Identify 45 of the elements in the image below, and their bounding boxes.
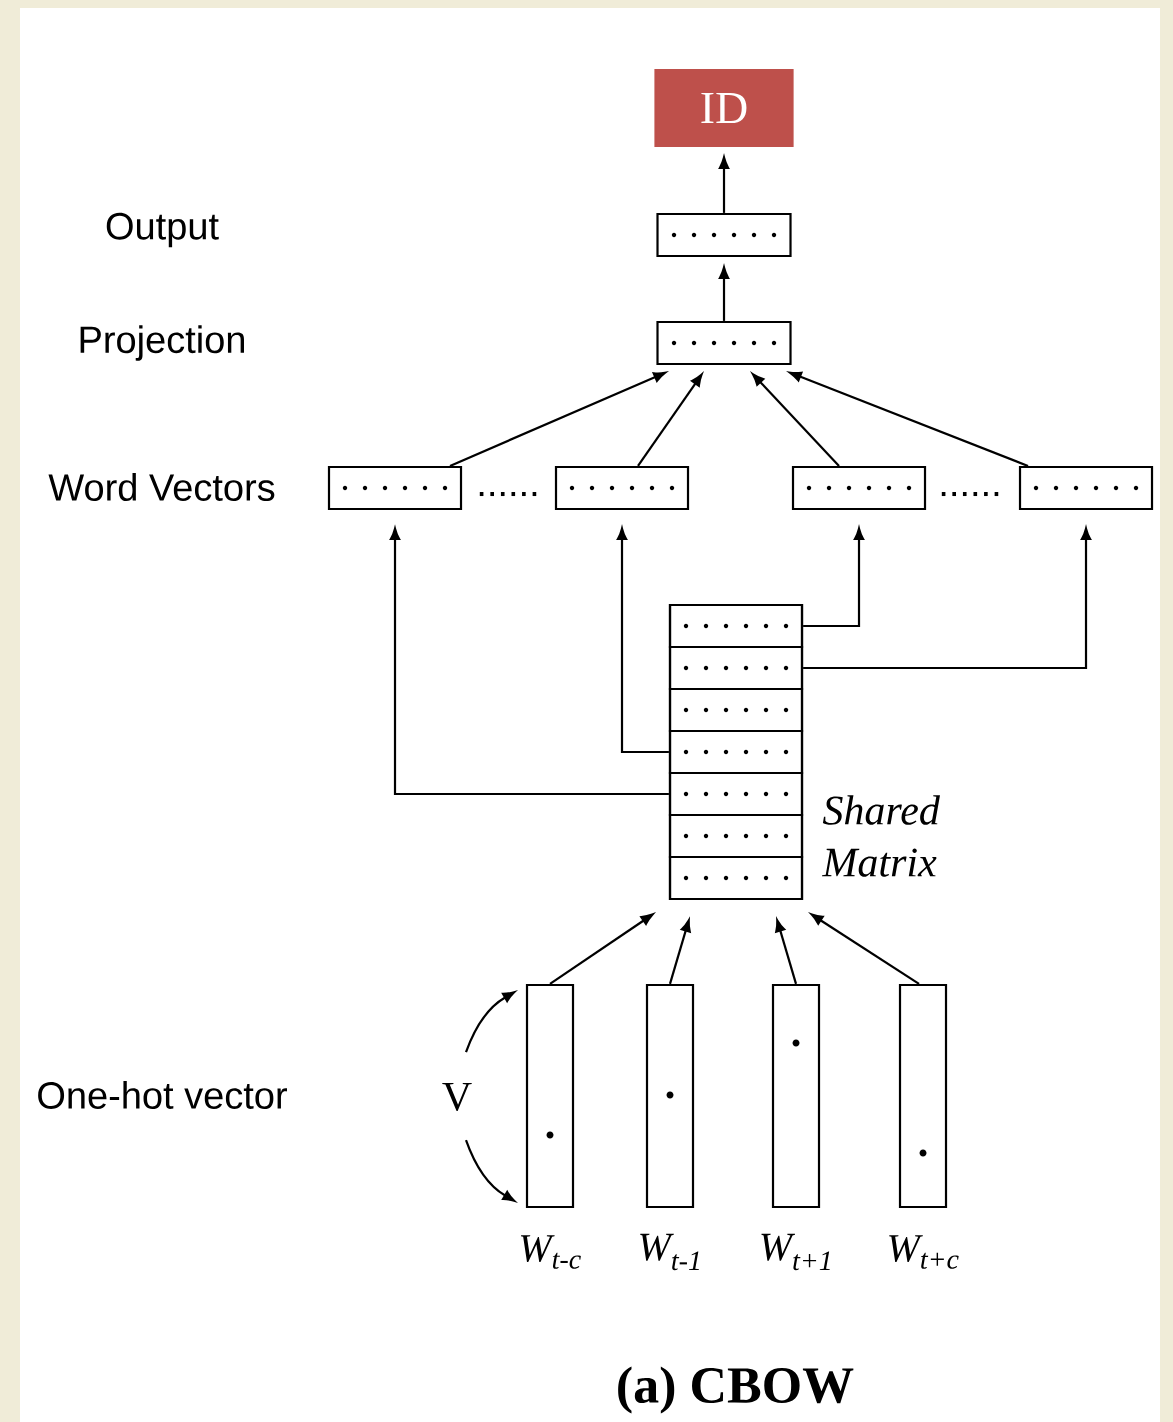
layer-label: Word Vectors (48, 473, 275, 501)
arrow (803, 527, 1092, 670)
vector-box (668, 771, 804, 817)
vector-box (656, 320, 792, 366)
word-label: W$_{t+c}$ (889, 1235, 959, 1269)
vector-box (668, 813, 804, 859)
arrow (810, 913, 920, 985)
arrow (718, 156, 730, 213)
caption: (a) CBOW (618, 1366, 854, 1414)
vector-box (668, 855, 804, 901)
dimension-label: V (442, 1082, 472, 1112)
vector-box (791, 465, 927, 511)
label-box: ID (654, 68, 794, 148)
arrow (637, 373, 703, 467)
vector-box (1018, 465, 1154, 511)
arrow (775, 919, 798, 985)
one-hot-bar (771, 983, 821, 1209)
ellipsis: ...... (941, 492, 999, 497)
arrow (449, 371, 666, 467)
one-hot-bar (525, 983, 575, 1209)
word-label: W$_{t-c}$ (520, 1235, 581, 1269)
vector-box (656, 212, 792, 258)
vector-box (327, 465, 463, 511)
one-hot-bar (898, 983, 948, 1209)
layer-label: Output (106, 212, 219, 248)
word-label: W$_{t+1}$ (761, 1233, 830, 1271)
one-hot-bar (645, 983, 695, 1209)
ellipsis: ...... (479, 492, 537, 497)
arrow (549, 913, 654, 985)
arrow (718, 266, 730, 321)
arrow (752, 373, 840, 467)
layer-label: One-hot vector (38, 1081, 287, 1109)
arrow (789, 371, 1029, 467)
arrow (803, 527, 865, 628)
arrow (389, 527, 669, 796)
vector-box (554, 465, 690, 511)
arrow (616, 527, 669, 754)
arrow (668, 919, 691, 985)
word-label: W$_{t-1}$ (640, 1233, 699, 1271)
layer-label: Projection (80, 325, 244, 361)
vector-box (668, 729, 804, 775)
matrix-caption: Shared Matrix (821, 795, 940, 877)
vector-box (668, 645, 804, 691)
vector-box (668, 687, 804, 733)
vector-box (668, 603, 804, 649)
